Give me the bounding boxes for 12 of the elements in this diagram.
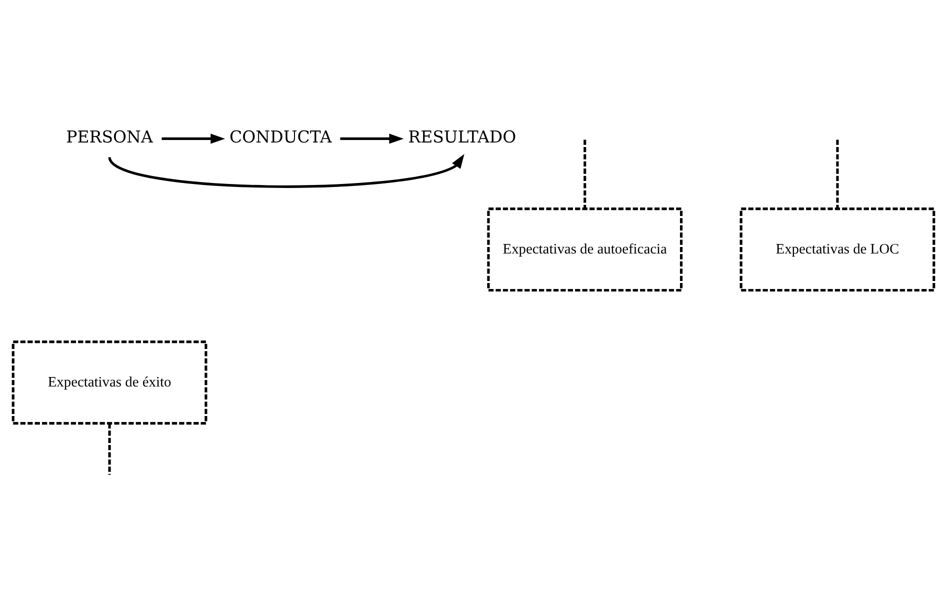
node-text: CONDUCTA: [229, 127, 332, 146]
node-box: Expectativas de éxito: [11, 340, 207, 424]
connector: [108, 422, 110, 474]
node-text: PERSONA: [66, 127, 152, 146]
connector: [583, 139, 586, 208]
arrow: [161, 133, 225, 144]
connector: [836, 139, 838, 208]
arrow: [108, 154, 464, 188]
node-box: Expectativas de LOC: [739, 207, 935, 292]
node-text: RESULTADO: [408, 127, 516, 146]
node-box: Expectativas de autoeficacia: [486, 207, 682, 292]
arrow: [340, 133, 404, 144]
